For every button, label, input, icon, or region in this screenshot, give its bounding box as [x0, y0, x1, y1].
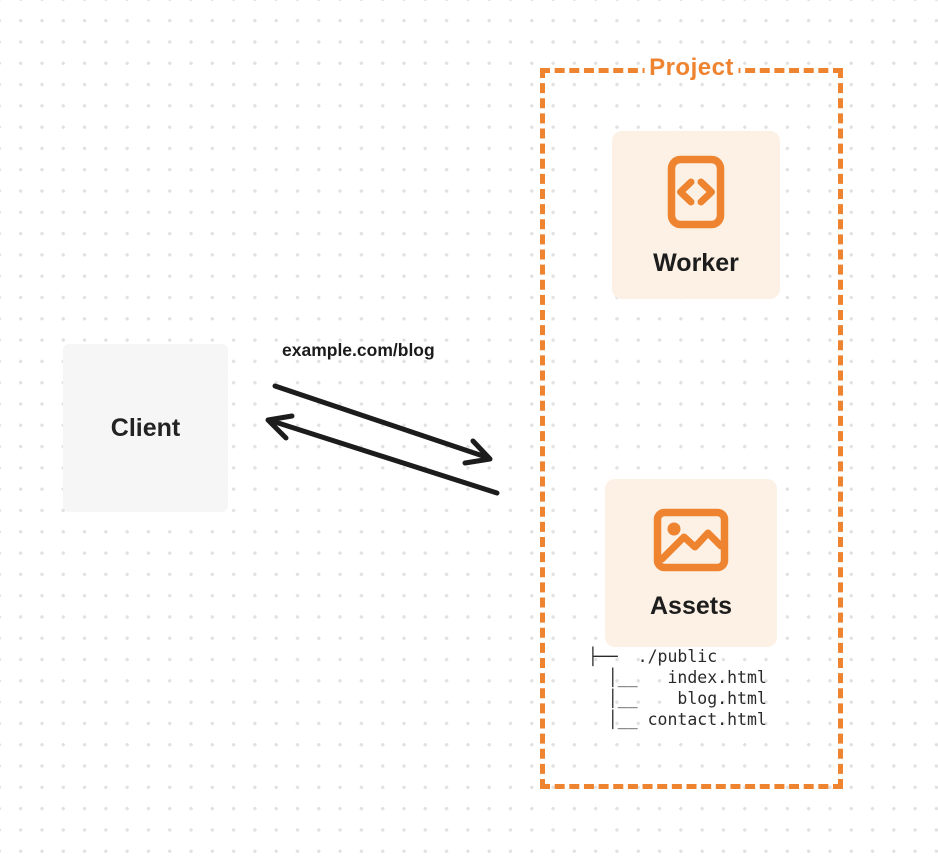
- client-box: Client: [63, 344, 228, 512]
- response-arrowhead-icon: [265, 413, 295, 441]
- assets-label: Assets: [650, 591, 732, 620]
- request-url-label: example.com/blog: [282, 340, 435, 360]
- worker-card: Worker: [612, 131, 780, 299]
- project-title: Project: [644, 54, 739, 82]
- worker-label: Worker: [653, 248, 739, 277]
- request-arrow-line: [272, 383, 489, 460]
- assets-file-tree: ├── ./public │__ index.html │__ blog.htm…: [588, 647, 767, 729]
- request-arrowhead-icon: [462, 438, 493, 466]
- code-brackets-icon: [667, 155, 725, 228]
- project-container: Project: [540, 54, 843, 789]
- image-icon: [653, 508, 729, 571]
- assets-card: Assets: [605, 479, 777, 647]
- response-arrow-line: [269, 418, 500, 496]
- client-label: Client: [110, 413, 181, 442]
